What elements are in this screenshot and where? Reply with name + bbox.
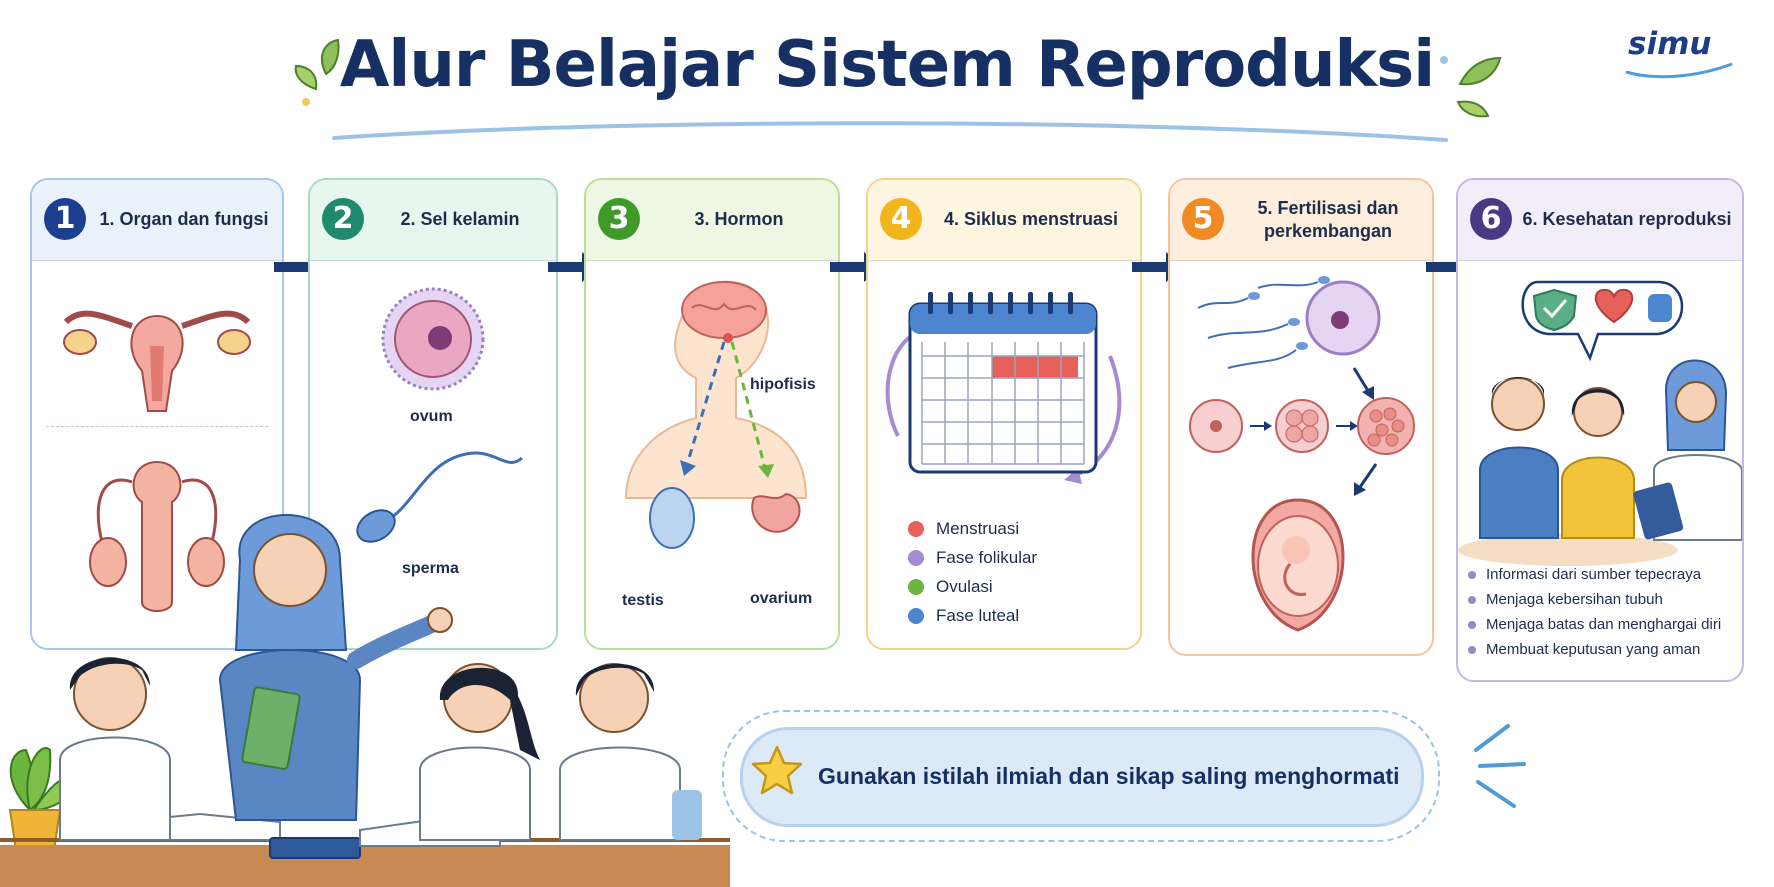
legend-label: Fase folikular [936,547,1038,567]
step-card-menstrual-cycle: 4 4. Siklus menstruasi [866,178,1142,650]
step-number-badge: 3 [598,198,640,240]
legend-dot [908,520,924,537]
bullet-dot [1468,570,1476,579]
step-number-badge: 2 [322,198,364,240]
list-item: Menjaga batas dan menghargai diri [1468,612,1721,637]
step-title: 2. Sel kelamin [400,209,520,230]
cycle-legend: Menstruasi Fase folikular Ovulasi Fase l… [908,514,1037,630]
ovarium-label: ovarium [750,590,813,607]
banner-text: Gunakan istilah ilmiah dan sikap saling … [818,763,1400,789]
emphasis-lines [1474,724,1526,808]
step-card-header: 1 1. Organ dan fungsi [32,180,282,261]
testis-label: testis [622,592,664,609]
health-discussion-illustration [1458,280,1742,566]
legend-item: Fase luteal [908,601,1037,630]
step-title: 5. Fertilisasi dan perkembangan [1257,197,1399,241]
step-number-badge: 6 [1470,198,1512,240]
divider [46,426,268,427]
teacher-figure [218,514,453,821]
list-item-label: Membuat keputusan yang aman [1486,641,1701,658]
step-number-badge: 4 [880,198,922,240]
legend-dot [908,549,924,566]
bullet-dot [1468,595,1476,604]
list-item-label: Menjaga kebersihan tubuh [1486,591,1663,608]
step-card-header: 4 4. Siklus menstruasi [868,180,1140,261]
male-reproductive-organ-illustration [89,460,225,612]
female-reproductive-organ-illustration [63,310,251,412]
ovum-label: ovum [410,408,453,425]
bullet-dot [1468,645,1476,654]
student-girl-figure [1561,387,1635,539]
classroom-illustration [0,514,730,887]
leaf-decoration-right [1440,56,1502,118]
list-item: Informasi dari sumber tepecraya [1468,562,1721,587]
step-title: 1. Organ dan fungsi [99,209,269,230]
banner-outline [722,710,1440,842]
body-hormone-illustration [624,280,808,549]
brain-icon [681,281,767,339]
fertilization-illustration [1189,276,1415,632]
ovum-illustration [381,287,485,391]
bullet-dot [1468,620,1476,629]
respect-banner [740,727,1424,827]
health-points-list: Informasi dari sumber tepecraya Menjaga … [1468,562,1721,662]
star-icon [751,745,803,795]
step-card-header: 3 3. Hormon [586,180,838,261]
hipofisis-label: hipofisis [750,376,816,393]
logo-swoosh [1625,62,1733,79]
shield-check-icon [1532,288,1578,332]
step-card-reproductive-health: 6 6. Kesehatan reproduksi [1456,178,1744,682]
legend-item: Menstruasi [908,514,1037,543]
legend-label: Fase luteal [936,605,1020,625]
step-card-header: 2 2. Sel kelamin [310,180,556,261]
legend-dot [908,578,924,595]
legend-dot [908,607,924,624]
teacher-figure [1633,359,1742,541]
list-item: Membuat keputusan yang aman [1468,637,1721,662]
title-underline [332,121,1448,142]
leaf-decoration-left [294,38,347,106]
heart-icon [1594,288,1634,324]
step-card-hormone: 3 3. Hormon hipofisis testis ovarium [584,178,840,650]
step-number-badge: 5 [1182,198,1224,240]
legend-item: Ovulasi [908,572,1037,601]
legend-item: Fase folikular [908,543,1037,572]
brand-logo: simu [1628,26,1712,62]
student-figure-middle [419,663,540,841]
step-card-sex-cells: 2 2. Sel kelamin ovum sperma [308,178,558,650]
step-title: 6. Kesehatan reproduksi [1522,209,1732,230]
step-card-fertilization: 5 5. Fertilisasi dan perkembangan [1168,178,1434,656]
sperm-illustration [356,451,523,543]
legend-label: Menstruasi [936,518,1020,538]
calendar-icon [885,292,1122,484]
leaf-icon [1440,56,1502,118]
page-title: Alur Belajar Sistem Reproduksi [339,28,1435,102]
step-card-header: 6 6. Kesehatan reproduksi [1458,180,1742,261]
step-number-badge: 1 [44,198,86,240]
list-item-label: Informasi dari sumber tepecraya [1486,566,1702,583]
step-title: 4. Siklus menstruasi [943,209,1119,230]
legend-label: Ovulasi [936,576,993,596]
list-item: Menjaga kebersihan tubuh [1468,587,1721,612]
leaf-icon [294,38,347,106]
sperma-label: sperma [402,560,459,577]
student-figure-right [559,663,702,841]
student-figure-left [59,657,171,841]
student-boy-figure [1479,377,1559,539]
step-card-header: 5 5. Fertilisasi dan perkembangan [1170,180,1432,261]
step-title: 3. Hormon [694,209,784,230]
list-item-label: Menjaga batas dan menghargai diri [1486,616,1722,633]
